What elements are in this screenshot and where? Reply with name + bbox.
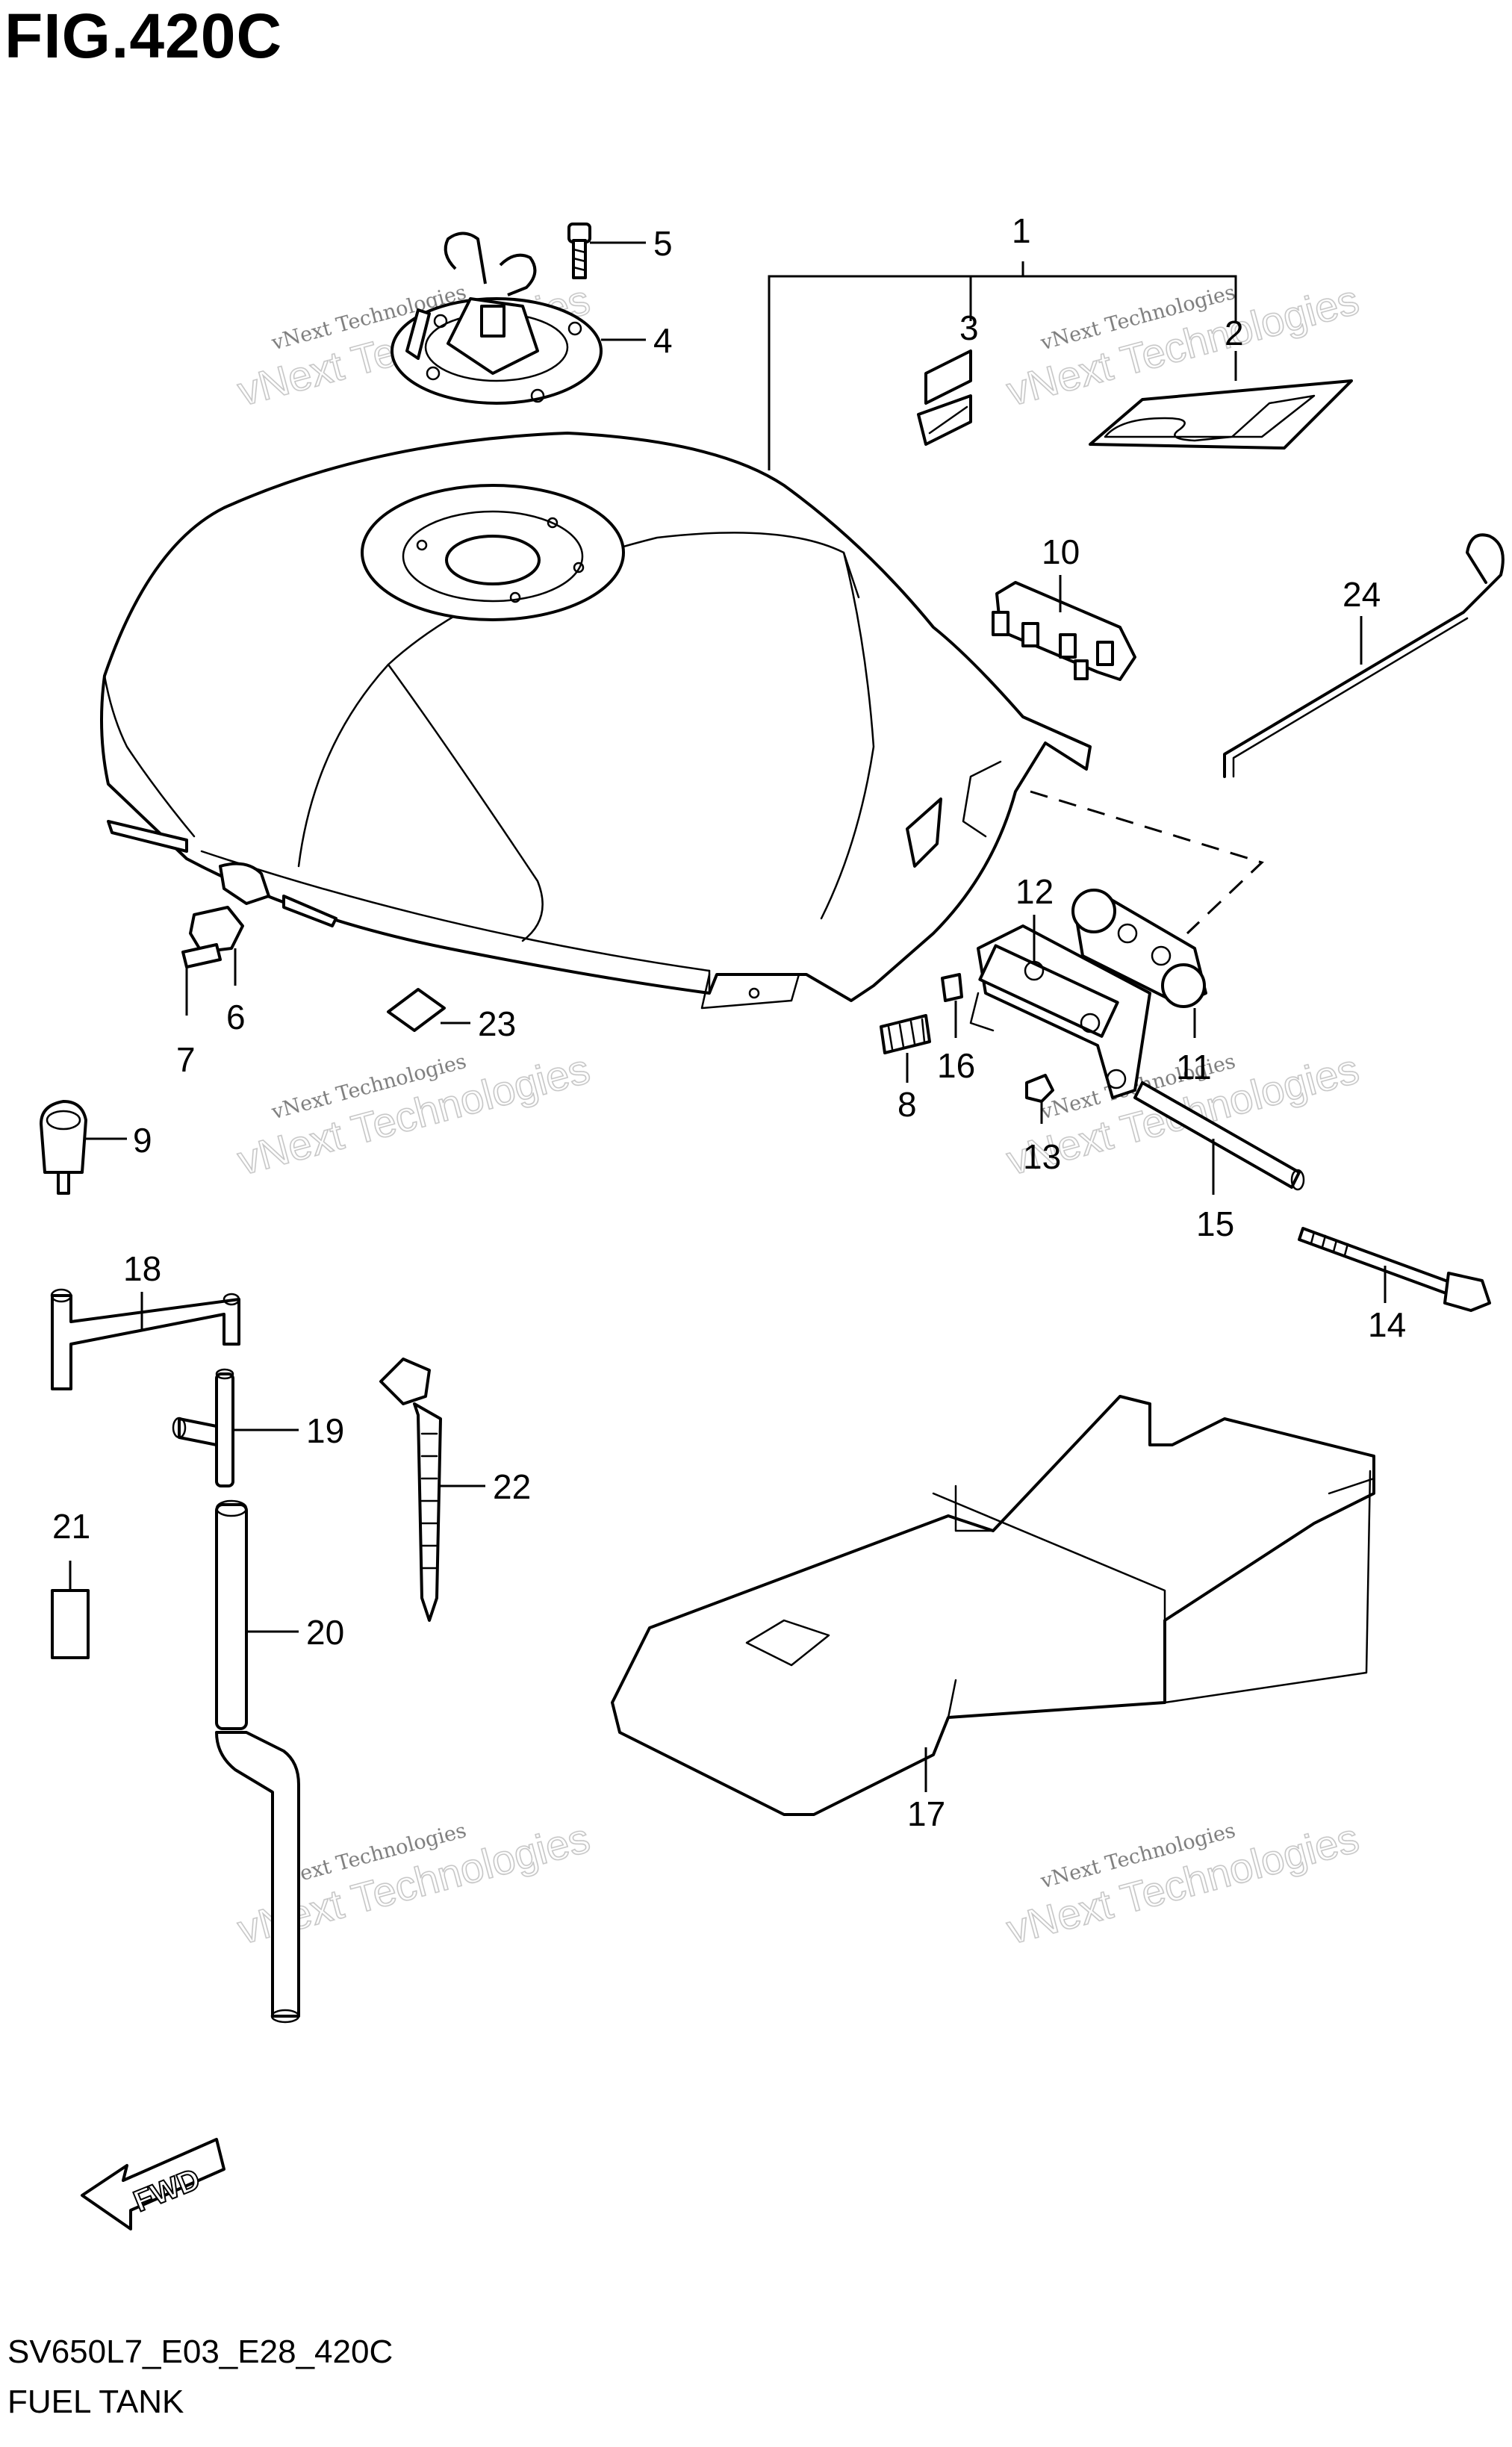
part-rod-24 bbox=[1223, 533, 1505, 778]
callout-14: 14 bbox=[1368, 1305, 1406, 1344]
callout-18: 18 bbox=[123, 1249, 161, 1288]
callout-7: 7 bbox=[176, 1040, 196, 1079]
part-emblem-sv-2 bbox=[1089, 379, 1353, 450]
fuel-tank-body bbox=[100, 432, 1092, 1010]
callout-labels: 1 2 3 4 5 6 7 8 9 10 11 12 13 14 15 16 1… bbox=[52, 211, 1406, 1833]
model-code: SV650L7_E03_E28_420C bbox=[7, 2333, 393, 2370]
callout-6: 6 bbox=[226, 998, 246, 1036]
part-nut-13 bbox=[1025, 1074, 1054, 1103]
part-tie-22 bbox=[379, 1358, 442, 1622]
callout-10: 10 bbox=[1042, 532, 1080, 571]
callout-19: 19 bbox=[306, 1411, 344, 1450]
fwd-arrow-icon: FWD bbox=[81, 2138, 225, 2230]
part-cushion-6 bbox=[189, 906, 244, 954]
part-cap-9 bbox=[40, 1100, 87, 1195]
callout-21: 21 bbox=[52, 1507, 90, 1546]
part-label-23 bbox=[387, 988, 446, 1032]
part-bolt-14 bbox=[1298, 1227, 1491, 1312]
callout-2: 2 bbox=[1225, 314, 1244, 352]
watermark-6: vNext Technologies vNext Technologies bbox=[1001, 1813, 1364, 1953]
callout-23: 23 bbox=[478, 1004, 516, 1043]
callout-20: 20 bbox=[306, 1613, 344, 1652]
callout-4: 4 bbox=[653, 321, 673, 360]
callout-9: 9 bbox=[133, 1121, 152, 1160]
part-clip-16 bbox=[941, 973, 963, 1002]
callout-17: 17 bbox=[907, 1794, 945, 1833]
part-emblem-s-3 bbox=[917, 349, 972, 446]
part-screw-5 bbox=[567, 223, 591, 279]
callout-8: 8 bbox=[897, 1085, 917, 1124]
callout-12: 12 bbox=[1015, 872, 1054, 911]
callout-1: 1 bbox=[1012, 211, 1031, 250]
callout-5: 5 bbox=[653, 224, 673, 263]
callout-13: 13 bbox=[1023, 1137, 1061, 1176]
part-joint-19 bbox=[172, 1368, 234, 1487]
part-hose-20 bbox=[215, 1499, 300, 2024]
part-bracket-12 bbox=[969, 924, 1151, 1099]
part-pad-8 bbox=[880, 1014, 931, 1054]
part-collar-15 bbox=[1133, 1081, 1305, 1191]
part-fuel-cap-4 bbox=[391, 231, 603, 405]
part-damper-7 bbox=[181, 943, 222, 968]
section-name: FUEL TANK bbox=[7, 2384, 184, 2420]
callout-3: 3 bbox=[959, 308, 979, 347]
watermark-3: vNext Technologies vNext Technologies bbox=[232, 1044, 595, 1184]
part-bracket-10 bbox=[992, 581, 1136, 681]
callout-16: 16 bbox=[937, 1046, 975, 1085]
callout-15: 15 bbox=[1196, 1204, 1234, 1243]
callout-22: 22 bbox=[493, 1467, 531, 1506]
part-tray-17 bbox=[611, 1395, 1375, 1816]
leader-lines bbox=[69, 241, 1387, 1792]
part-bracket-11 bbox=[1071, 889, 1207, 1008]
part-hose-18 bbox=[50, 1288, 240, 1390]
part-sheet-21 bbox=[51, 1589, 90, 1659]
callout-24: 24 bbox=[1343, 575, 1381, 614]
callout-11: 11 bbox=[1176, 1048, 1212, 1086]
figure-title: FIG.420C bbox=[4, 1, 283, 71]
